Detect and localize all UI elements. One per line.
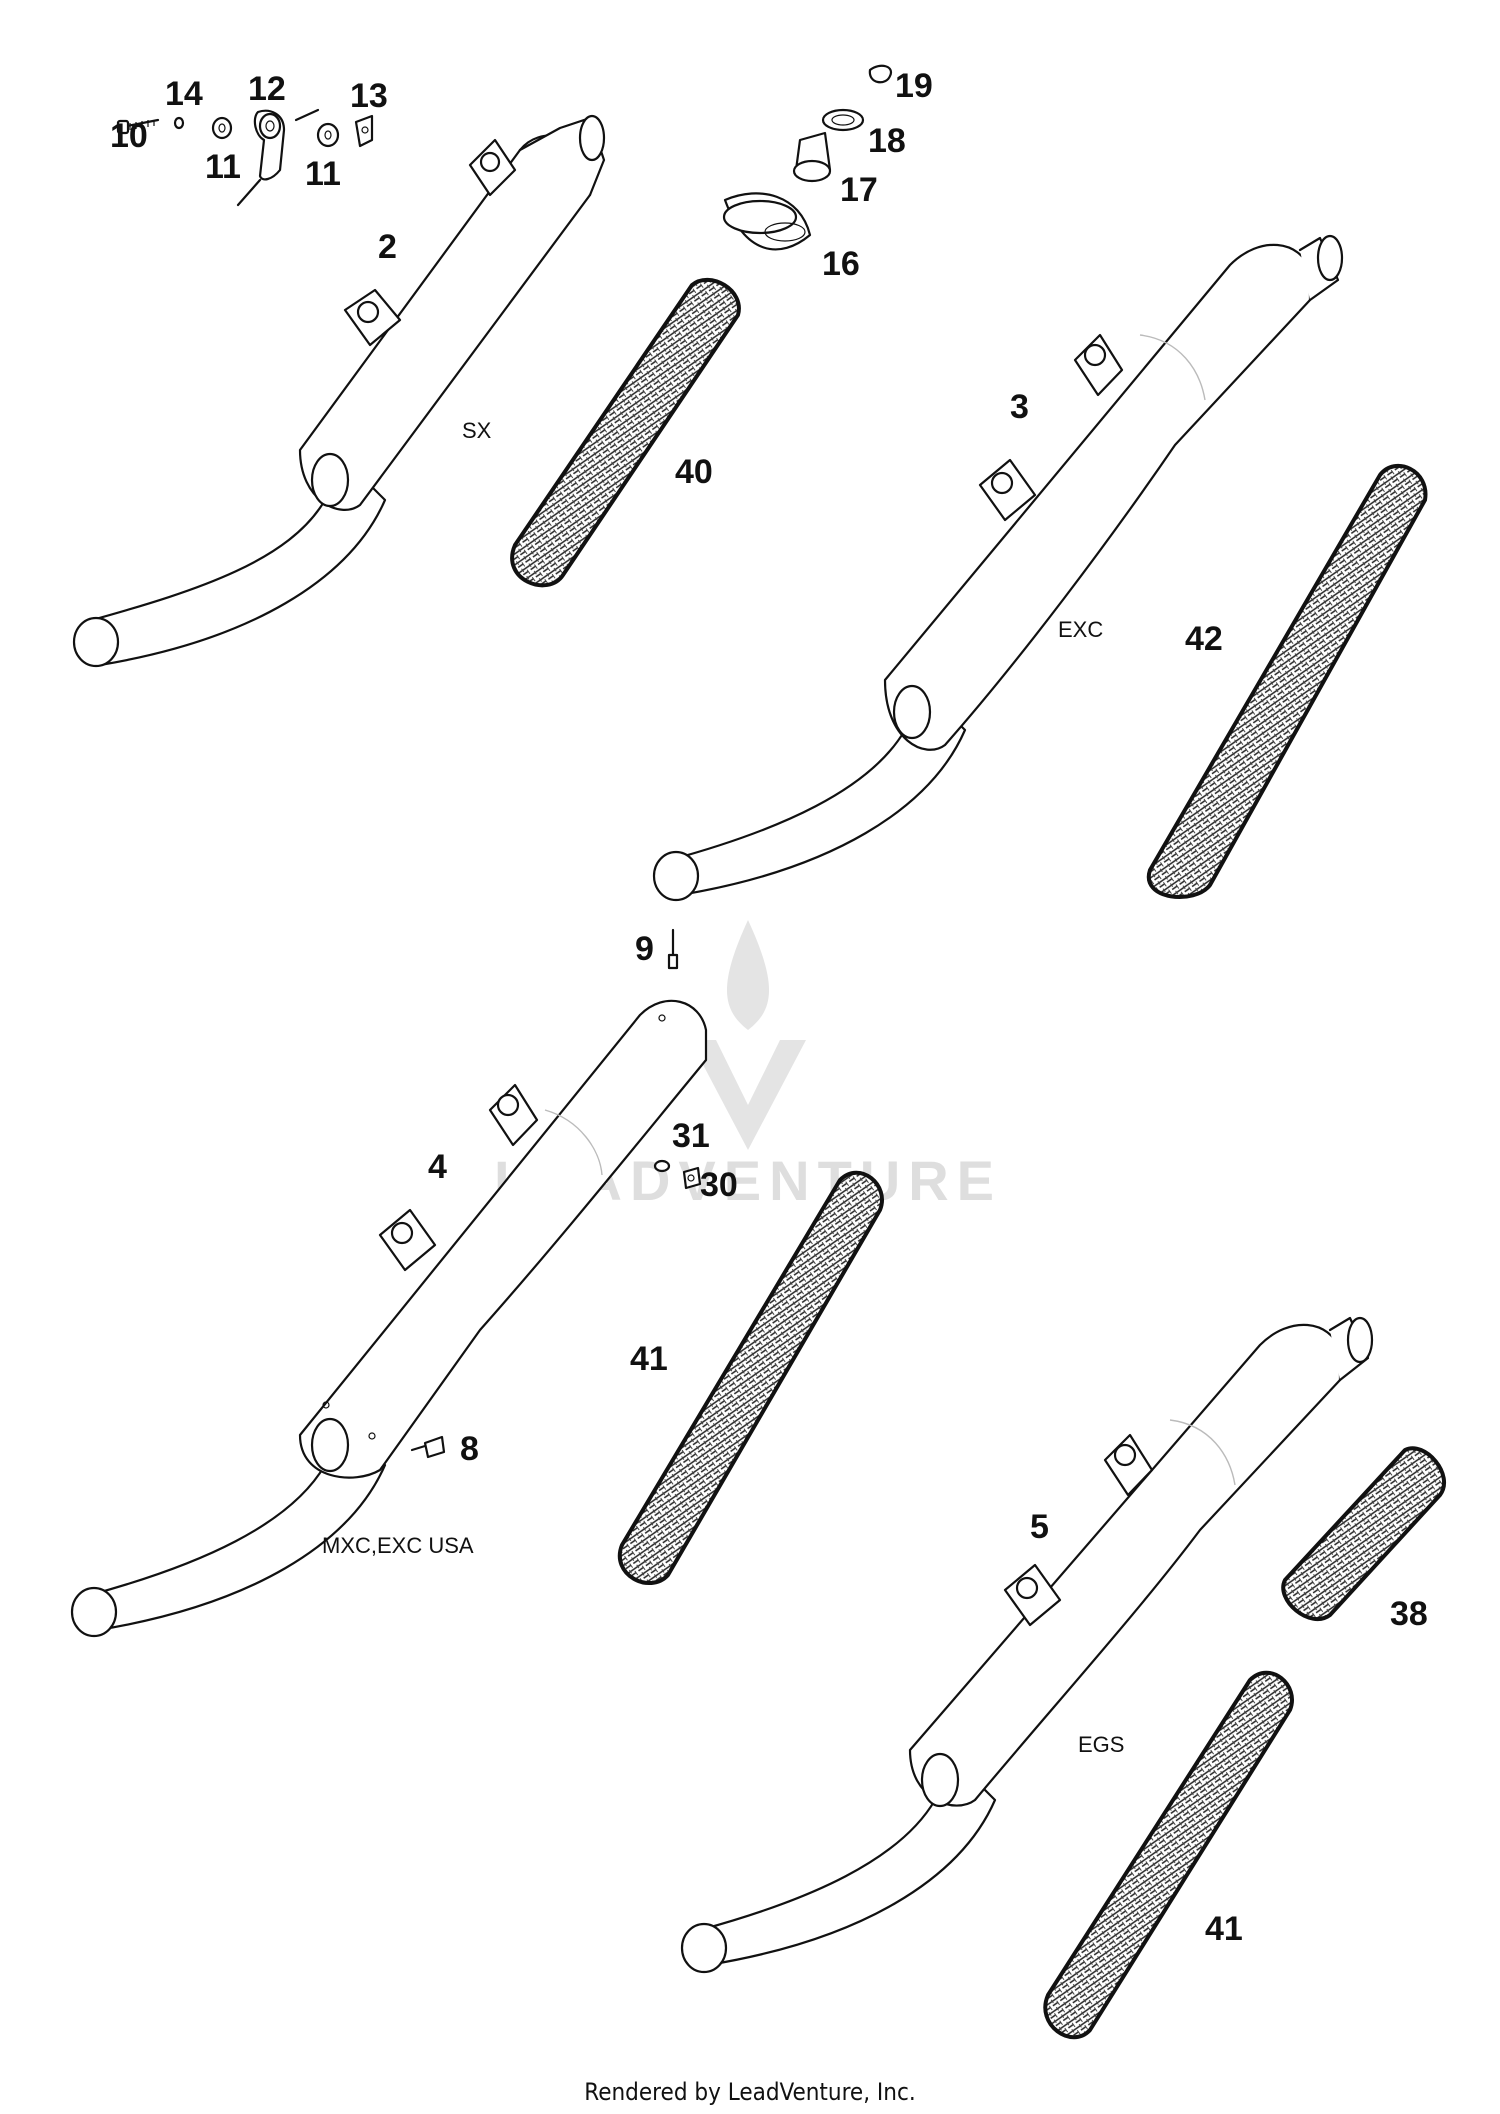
callout-31: 31 — [672, 1117, 710, 1155]
variant-mxc-exc-usa: MXC,EXC USA — [322, 1533, 474, 1558]
callout-41-upper: 41 — [630, 1340, 668, 1378]
callout-9: 9 — [635, 930, 654, 968]
callout-10: 10 — [110, 117, 148, 155]
callout-11-right: 11 — [305, 155, 341, 193]
callout-18: 18 — [868, 122, 906, 160]
muffler-mxc-exc-usa — [70, 999, 708, 1638]
callout-19: 19 — [895, 67, 933, 105]
callout-38: 38 — [1390, 1595, 1428, 1633]
callout-42: 42 — [1185, 620, 1223, 658]
packing-42 — [1146, 463, 1428, 899]
mounting-hardware — [116, 108, 374, 207]
callout-5: 5 — [1030, 1508, 1049, 1546]
variant-exc: EXC — [1058, 617, 1103, 642]
muffler-exc — [652, 234, 1344, 902]
callout-30: 30 — [700, 1166, 738, 1204]
callout-40: 40 — [675, 453, 713, 491]
variant-egs: EGS — [1078, 1732, 1124, 1757]
muffler-egs — [680, 1316, 1374, 1974]
callout-4: 4 — [428, 1148, 447, 1186]
callout-41-lower: 41 — [1205, 1910, 1243, 1948]
packing-41-lower — [1043, 1670, 1294, 2040]
callout-13: 13 — [350, 77, 388, 115]
callout-8: 8 — [460, 1430, 479, 1468]
packing-41-upper — [617, 1170, 884, 1586]
grommet-parts — [722, 64, 893, 251]
callout-11-left: 11 — [205, 148, 241, 186]
footer-credit: Rendered by LeadVenture, Inc. — [584, 2078, 915, 2106]
callout-3: 3 — [1010, 388, 1029, 426]
muffler-sx — [72, 114, 606, 668]
variant-labels: SX EXC MXC,EXC USA EGS — [322, 418, 1124, 1757]
packing-38 — [1281, 1446, 1447, 1622]
callout-17: 17 — [840, 171, 878, 209]
callout-14: 14 — [165, 75, 203, 113]
callout-2: 2 — [378, 228, 397, 266]
callout-12: 12 — [248, 70, 286, 108]
callout-16: 16 — [822, 245, 860, 283]
variant-sx: SX — [462, 418, 492, 443]
callouts: 10 14 12 13 11 11 2 19 18 17 16 40 3 42 … — [110, 67, 1428, 1948]
packing-40 — [510, 277, 741, 588]
screws-and-washers — [410, 928, 702, 1459]
